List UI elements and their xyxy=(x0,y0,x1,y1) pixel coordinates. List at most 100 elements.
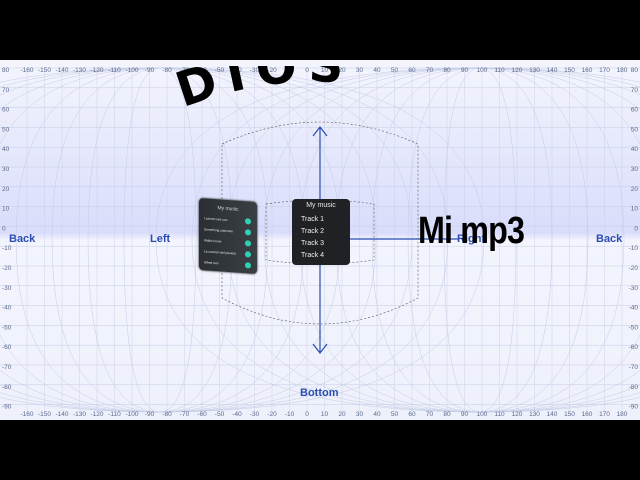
label-back-left: Back xyxy=(9,233,36,245)
grid-arc xyxy=(479,238,589,413)
tick-label-bottom: 170 xyxy=(599,411,610,418)
tick-label-top: -150 xyxy=(38,67,51,74)
play-dot-icon[interactable] xyxy=(245,262,251,269)
grid-arc xyxy=(123,67,161,240)
tick-label-left: 10 xyxy=(2,206,10,213)
tick-label-top: 30 xyxy=(356,67,364,74)
tick-label-top: 40 xyxy=(373,67,381,74)
track-item-3[interactable]: Track 3 xyxy=(301,240,325,247)
grid-arc xyxy=(159,238,377,413)
tick-label-top: 110 xyxy=(494,67,505,74)
tick-label-bottom: 90 xyxy=(461,411,469,418)
grid-arc xyxy=(0,334,161,413)
track-item-1[interactable]: Track 1 xyxy=(301,216,325,223)
grid-arc xyxy=(0,67,161,96)
tick-label-right: -60 xyxy=(629,344,639,351)
svg-text:DIOS: DIOS xyxy=(175,66,355,119)
track-item-4[interactable]: Track 4 xyxy=(301,252,325,259)
grid-arc xyxy=(159,67,377,240)
music-row-label: Alfred rein xyxy=(204,260,219,266)
tick-label-bottom: -30 xyxy=(250,411,260,418)
label-left: Left xyxy=(150,233,171,245)
label-back-right: Back xyxy=(596,233,623,245)
tick-label-right: -50 xyxy=(629,324,639,331)
label-bottom: Bottom xyxy=(300,387,339,399)
grid-arc xyxy=(159,238,233,413)
grid-arc xyxy=(479,67,640,110)
music-row[interactable]: La cancion del planeta xyxy=(204,248,251,258)
grid-arc xyxy=(479,238,625,413)
grid-arc xyxy=(15,238,161,413)
play-dot-icon[interactable] xyxy=(245,251,251,258)
track-item-2[interactable]: Track 2 xyxy=(301,228,325,235)
tick-label-right: 80 xyxy=(631,67,639,74)
music-row[interactable]: Walks home xyxy=(204,237,251,247)
tick-label-top: -130 xyxy=(73,67,86,74)
tick-label-bottom: -110 xyxy=(108,411,121,418)
play-dot-icon[interactable] xyxy=(245,240,251,247)
grid-arc xyxy=(299,238,481,413)
grid-arc xyxy=(479,67,640,88)
arrow-up-icon xyxy=(312,126,328,137)
grid-arc xyxy=(0,369,161,413)
tick-label-right: -40 xyxy=(629,305,639,312)
tick-label-top: -160 xyxy=(20,67,33,74)
tick-label-bottom: -130 xyxy=(73,411,86,418)
tick-label-right: -90 xyxy=(629,404,639,411)
tick-label-right: -10 xyxy=(629,245,639,252)
music-row-label: La cancion del planeta xyxy=(204,249,236,256)
music-row[interactable]: I cannot see you xyxy=(204,215,251,225)
tick-label-left: -80 xyxy=(2,384,12,391)
tick-label-bottom: 60 xyxy=(408,411,416,418)
grid-arc xyxy=(191,238,481,413)
grid-arc xyxy=(371,67,481,240)
tick-label-top: -20 xyxy=(267,67,277,74)
tick-label-left: -30 xyxy=(2,285,12,292)
music-row-label: Something unknown xyxy=(204,227,233,234)
tick-label-left: -60 xyxy=(2,344,12,351)
tick-label-right: -30 xyxy=(629,285,639,292)
grid-arc xyxy=(479,67,640,83)
music-row[interactable]: Something unknown xyxy=(204,226,251,236)
grid-arc xyxy=(479,384,640,413)
tick-label-top: 100 xyxy=(477,67,488,74)
tick-label-top: -110 xyxy=(108,67,121,74)
tick-label-bottom: -100 xyxy=(125,411,138,418)
tick-label-left: -40 xyxy=(2,305,12,312)
tick-label-left: -90 xyxy=(2,404,12,411)
grid-arc xyxy=(443,238,481,413)
tick-label-left: 40 xyxy=(2,146,10,153)
tick-label-bottom: 160 xyxy=(582,411,593,418)
tick-label-bottom: -60 xyxy=(197,411,207,418)
tick-label-right: 50 xyxy=(631,126,639,133)
tick-label-bottom: 150 xyxy=(564,411,575,418)
music-row[interactable]: Alfred rein xyxy=(204,259,251,269)
play-dot-icon[interactable] xyxy=(245,229,251,236)
music-panel-left[interactable]: My music I cannot see you Something unkn… xyxy=(199,197,257,275)
tick-label-right: -70 xyxy=(629,364,639,371)
tick-label-top: 90 xyxy=(461,67,469,74)
grid-arc xyxy=(263,67,481,240)
grid-arc xyxy=(299,67,481,240)
tick-label-top: -40 xyxy=(232,67,242,74)
tick-label-bottom: 80 xyxy=(443,411,451,418)
tick-label-top: 0 xyxy=(305,67,309,74)
play-dot-icon[interactable] xyxy=(245,218,251,225)
grid-arc xyxy=(0,384,161,413)
grid-arc xyxy=(159,67,449,240)
tick-label-bottom: 180 xyxy=(617,411,628,418)
tick-label-bottom: 20 xyxy=(338,411,346,418)
grid-arc xyxy=(0,397,161,413)
grid-arc xyxy=(159,67,197,240)
grid-arc xyxy=(87,238,161,413)
tick-label-top: -60 xyxy=(197,67,207,74)
grid-arc xyxy=(159,238,269,413)
tick-label-top: -50 xyxy=(215,67,225,74)
tick-label-bottom: -140 xyxy=(55,411,68,418)
tick-label-bottom: 70 xyxy=(426,411,434,418)
tick-label-bottom: -10 xyxy=(285,411,295,418)
grid-arc xyxy=(123,238,161,413)
tick-label-bottom: -80 xyxy=(162,411,172,418)
music-panel-center[interactable]: My music Track 1 Track 2 Track 3 Track 4 xyxy=(292,199,350,265)
grid-arc xyxy=(479,238,553,413)
